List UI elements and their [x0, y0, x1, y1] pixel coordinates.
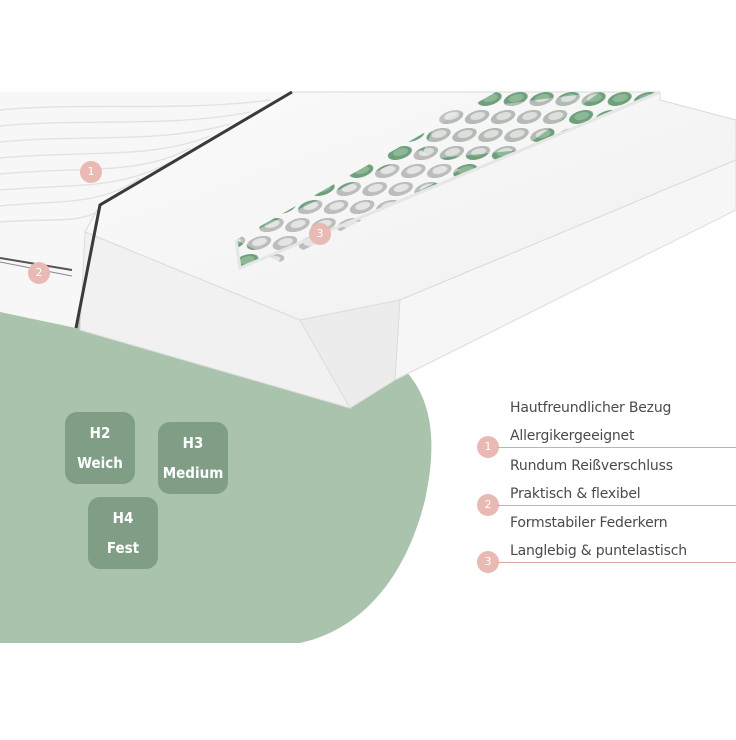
feature-1-number-icon: 1: [477, 436, 499, 458]
firmness-badge-h2: H2 Weich: [65, 412, 135, 484]
marker-1-icon: 1: [80, 161, 102, 183]
feature-1-subtitle: Allergikergeeignet: [510, 428, 635, 444]
feature-3-number-icon: 3: [477, 551, 499, 573]
firmness-label: Fest: [106, 539, 140, 557]
divider: [497, 505, 736, 506]
divider: [497, 562, 736, 563]
firmness-level: H2: [89, 424, 111, 442]
divider: [497, 447, 736, 448]
firmness-badge-h4: H4 Fest: [88, 497, 158, 569]
firmness-level: H3: [182, 434, 204, 452]
mattress-cover: [0, 92, 292, 328]
firmness-badge-h3: H3 Medium: [158, 422, 228, 494]
feature-3-title: Formstabiler Federkern: [510, 515, 668, 531]
feature-2-subtitle: Praktisch & flexibel: [510, 486, 641, 502]
marker-2-icon: 2: [28, 262, 50, 284]
marker-3-icon: 3: [309, 223, 331, 245]
firmness-label: Weich: [77, 454, 123, 472]
feature-2-title: Rundum Reißverschluss: [510, 458, 673, 474]
feature-2-number-icon: 2: [477, 494, 499, 516]
firmness-label: Medium: [162, 464, 224, 482]
firmness-level: H4: [112, 509, 134, 527]
feature-3-subtitle: Langlebig & puntelastisch: [510, 543, 687, 559]
feature-1-title: Hautfreundlicher Bezug: [510, 400, 672, 416]
